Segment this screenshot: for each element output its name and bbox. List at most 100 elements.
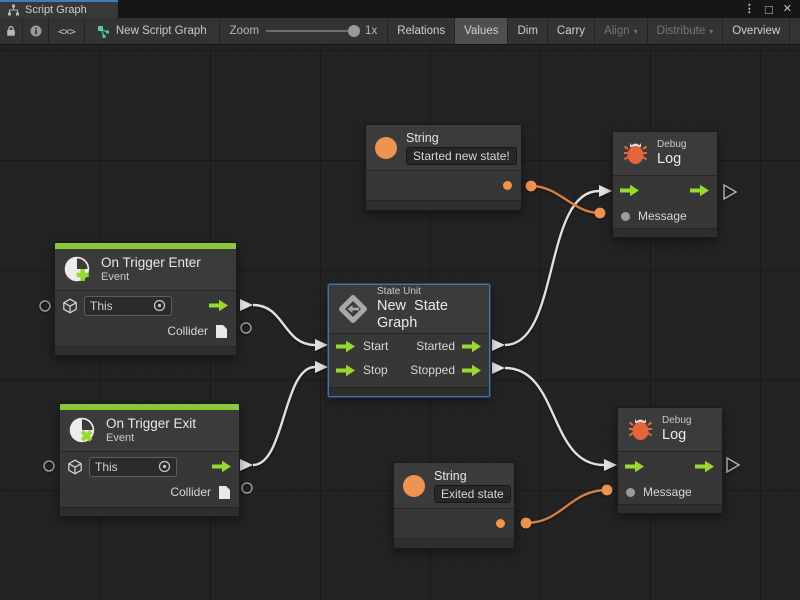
- maximize-button[interactable]: □: [764, 1, 773, 17]
- tab-title: Script Graph: [25, 4, 87, 16]
- target-object-field[interactable]: This: [89, 456, 177, 477]
- overview-button[interactable]: Overview: [723, 18, 791, 44]
- wire-stopped-to-log[interactable]: [504, 366, 605, 467]
- control-output-port[interactable]: [212, 460, 232, 473]
- node-title: On Trigger Exit: [106, 416, 197, 431]
- close-button[interactable]: ✕: [782, 2, 792, 15]
- relations-button[interactable]: Relations: [388, 18, 456, 44]
- chevron-down-icon: ▾: [633, 26, 638, 36]
- wire-enter-to-start[interactable]: [252, 303, 316, 347]
- wire-endpoint-dot: [601, 484, 613, 496]
- unconnected-port-triangle[interactable]: [726, 456, 741, 474]
- unconnected-port-circle[interactable]: [39, 300, 51, 312]
- node-subtitle: Event: [101, 271, 130, 283]
- menu-button[interactable]: ⋮: [743, 2, 755, 15]
- node-on-trigger-enter[interactable]: On Trigger Enter Event This Collider: [54, 242, 237, 356]
- distribute-button[interactable]: Distribute▾: [648, 18, 724, 44]
- event-cross-icon: [69, 417, 97, 445]
- graph-title-segment: New Script Graph: [85, 18, 220, 44]
- control-output-port[interactable]: [695, 460, 715, 473]
- unconnected-port-triangle[interactable]: [723, 183, 738, 201]
- collider-value-icon[interactable]: [215, 324, 228, 339]
- graph-title: New Script Graph: [115, 25, 207, 37]
- unconnected-port-circle[interactable]: [240, 322, 252, 334]
- wire-string-to-message-bottom[interactable]: [525, 488, 608, 525]
- collider-value-icon[interactable]: [218, 485, 231, 500]
- node-title: Log: [662, 427, 687, 443]
- node-title: String: [406, 130, 439, 145]
- node-footer: [55, 346, 236, 355]
- node-string-bottom[interactable]: String Exited state: [393, 462, 515, 549]
- target-value: This: [95, 459, 118, 474]
- node-debug-log-bottom[interactable]: Debug Log Message: [617, 407, 723, 514]
- dim-button[interactable]: Dim: [508, 18, 548, 44]
- target-picker-icon[interactable]: [153, 299, 166, 312]
- node-debug-log-top[interactable]: Debug Log Message: [612, 131, 718, 238]
- node-on-trigger-exit[interactable]: On Trigger Exit Event This Collider: [59, 403, 240, 517]
- bug-icon: [622, 140, 649, 167]
- wire-exit-to-stop[interactable]: [252, 365, 316, 467]
- carry-button[interactable]: Carry: [548, 18, 596, 44]
- node-title: New State Graph: [377, 298, 448, 331]
- node-title: String: [434, 468, 467, 483]
- graph-canvas[interactable]: String Started new state!: [0, 45, 800, 600]
- fullscreen-button[interactable]: Full Screen: [790, 18, 800, 44]
- port-label: Started: [416, 339, 455, 353]
- state-unit-icon: [338, 294, 368, 324]
- node-kicker: Debug: [657, 139, 687, 150]
- event-accent-bar: [60, 404, 239, 410]
- tab-script-graph[interactable]: Script Graph: [0, 0, 118, 18]
- message-input-port[interactable]: [621, 211, 630, 221]
- wire-arrowhead: [240, 299, 253, 311]
- node-kicker: State Unit: [377, 286, 421, 297]
- unconnected-port-circle[interactable]: [43, 460, 55, 472]
- zoom-slider[interactable]: [266, 25, 361, 37]
- port-label: Message: [643, 485, 692, 499]
- control-output-port[interactable]: [462, 364, 482, 377]
- control-input-port[interactable]: [620, 184, 640, 197]
- code-icon: <×>: [58, 24, 76, 38]
- target-picker-icon[interactable]: [158, 460, 171, 473]
- node-subtitle: Event: [106, 432, 135, 444]
- node-footer: [366, 200, 521, 210]
- zoom-slider-track: [266, 30, 359, 32]
- zoom-label: Zoom: [229, 25, 260, 37]
- node-title: Log: [657, 151, 682, 167]
- zoom-slider-handle[interactable]: [348, 25, 361, 37]
- unconnected-port-circle[interactable]: [241, 482, 253, 494]
- event-accent-bar: [55, 243, 236, 249]
- chevron-down-icon: ▾: [709, 26, 714, 36]
- wire-endpoint-dot: [525, 180, 537, 192]
- graph-hierarchy-icon: [7, 4, 20, 16]
- code-view-button[interactable]: <×>: [49, 18, 85, 44]
- zoom-value: 1x: [365, 25, 378, 37]
- control-input-port[interactable]: [625, 460, 645, 473]
- align-button[interactable]: Align▾: [595, 18, 648, 44]
- node-footer: [618, 504, 722, 513]
- wire-string-to-message-top[interactable]: [530, 184, 601, 215]
- string-output-port[interactable]: [496, 519, 505, 528]
- port-label: Message: [638, 209, 687, 223]
- wire-arrowhead: [492, 339, 505, 351]
- string-value-input[interactable]: Started new state!: [406, 146, 517, 165]
- window-tab-bar: Script Graph ⋮ □ ✕: [0, 0, 800, 18]
- wire-started-to-log[interactable]: [504, 189, 600, 347]
- control-output-port[interactable]: [690, 184, 710, 197]
- node-state-unit[interactable]: State Unit New State Graph Start Started…: [328, 284, 490, 397]
- node-string-top[interactable]: String Started new state!: [365, 124, 522, 211]
- target-object-field[interactable]: This: [84, 295, 172, 316]
- port-label: Start: [363, 339, 389, 353]
- control-output-port[interactable]: [462, 340, 482, 353]
- values-button[interactable]: Values: [455, 18, 509, 44]
- control-input-port[interactable]: [336, 364, 356, 377]
- control-input-port[interactable]: [336, 340, 356, 353]
- string-value-input[interactable]: Exited state: [434, 484, 511, 503]
- wire-arrowhead: [240, 459, 253, 471]
- node-footer: [394, 538, 514, 548]
- string-output-port[interactable]: [503, 181, 512, 190]
- graph-toolbar: <×> New Script Graph Zoom 1x Relations V…: [0, 18, 800, 45]
- info-button[interactable]: [23, 18, 49, 44]
- control-output-port[interactable]: [209, 299, 229, 312]
- lock-button[interactable]: [0, 18, 23, 44]
- message-input-port[interactable]: [626, 487, 635, 497]
